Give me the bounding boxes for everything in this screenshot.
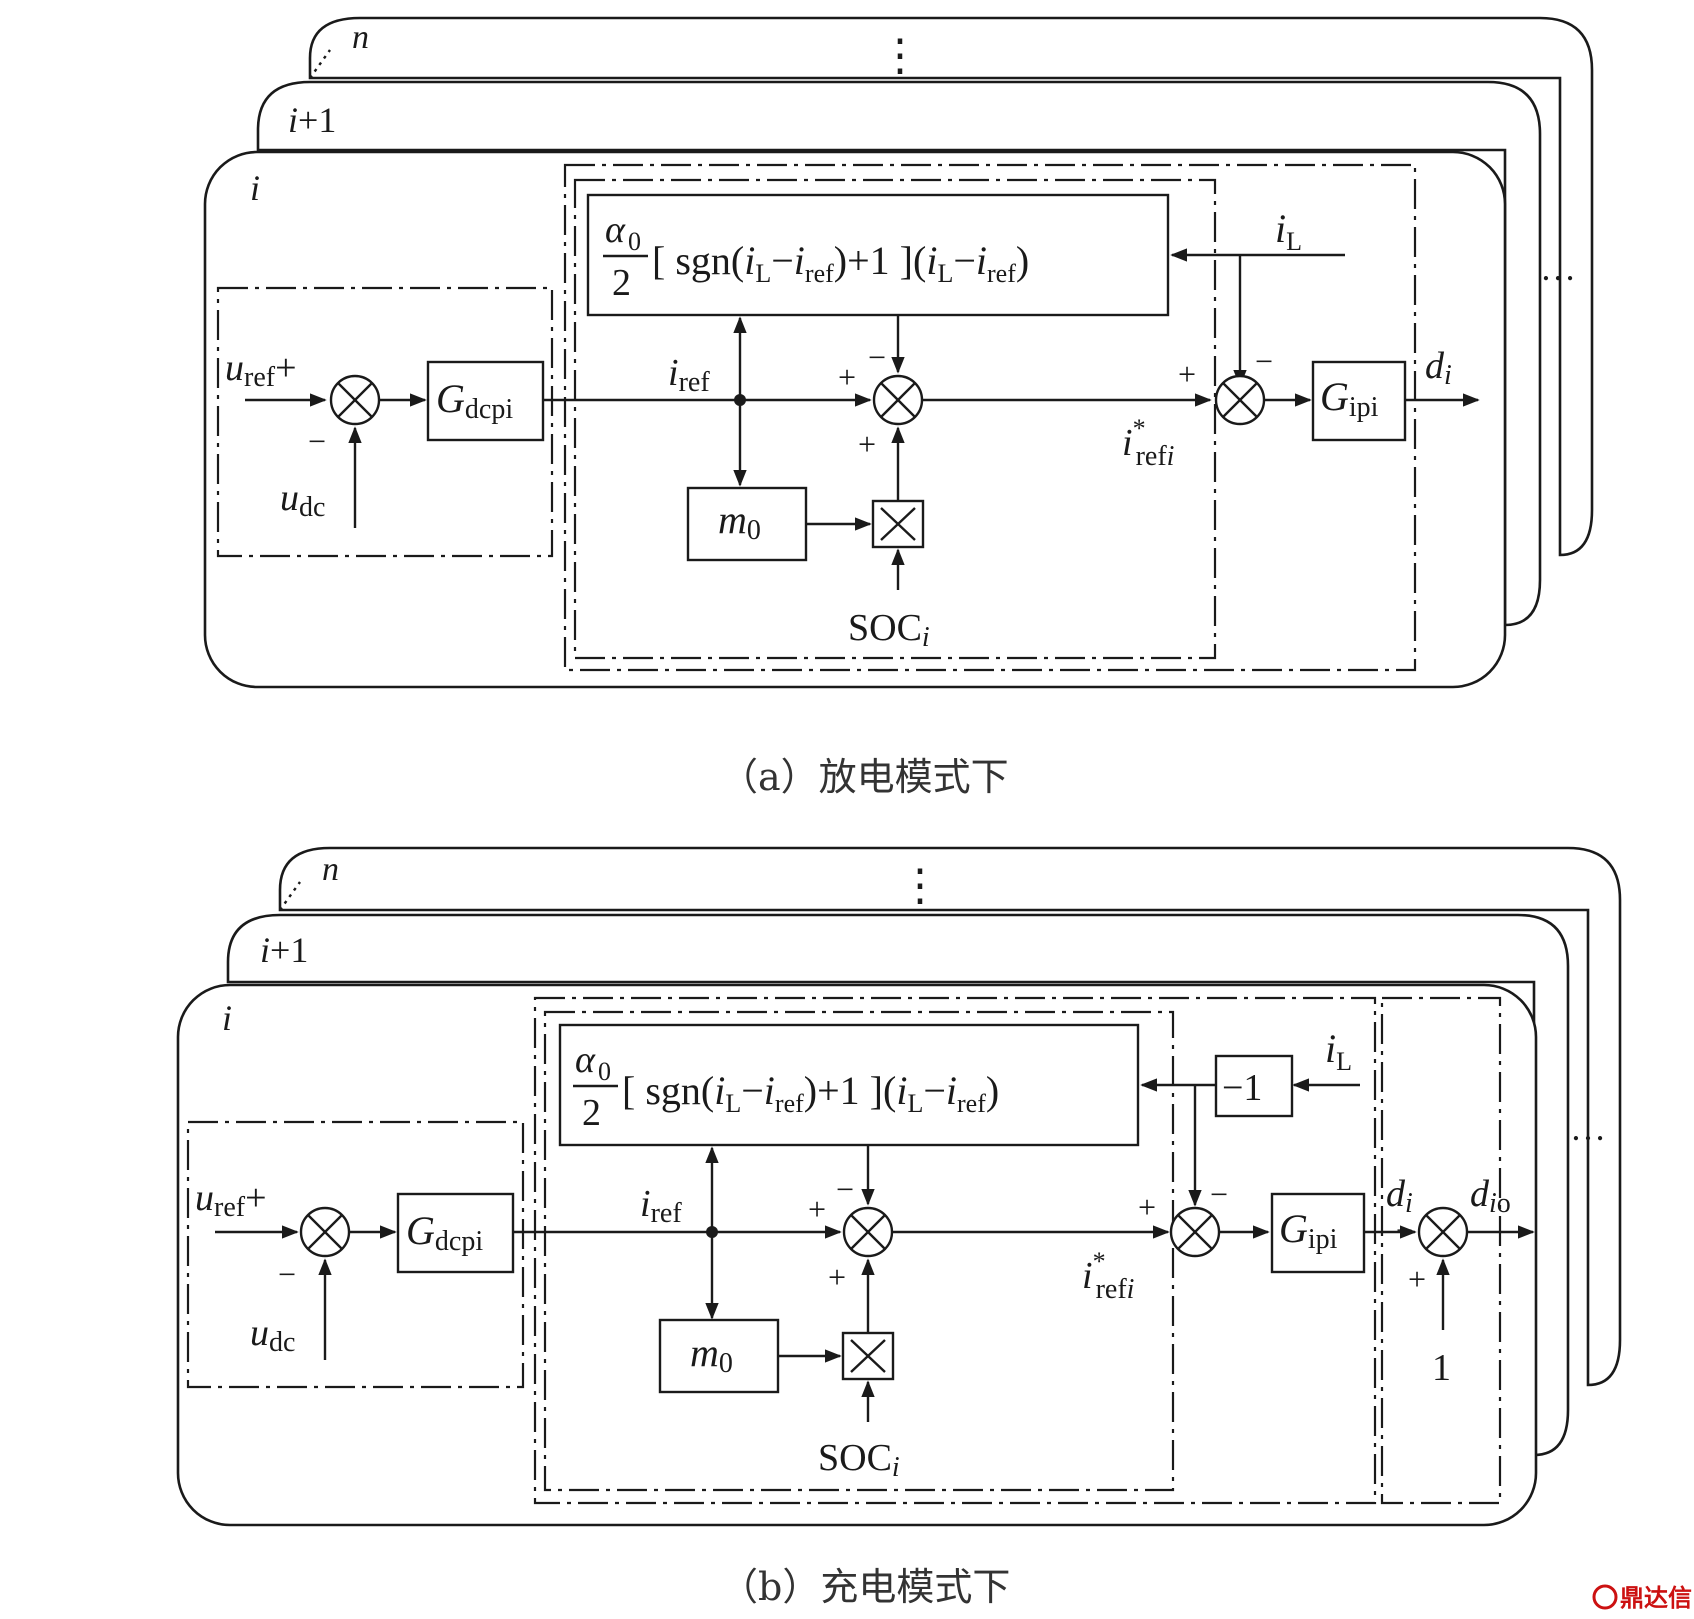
- uref-label-b: uref+: [195, 1177, 267, 1223]
- svg-text:α: α: [605, 209, 626, 251]
- gdcpi-box-b: [396, 1192, 515, 1274]
- formula-a: α 0 2 [ sgn(iL−iref)+1 ](iL−iref): [603, 209, 1029, 304]
- card-i-b: [176, 983, 1538, 1527]
- caption-b: （b）充电模式下: [720, 1565, 1010, 1609]
- svg-text:−: −: [1255, 343, 1273, 379]
- horizontal-ellipsis-a: …: [1540, 248, 1576, 288]
- current-region-inner-a: [573, 178, 1217, 660]
- one-constant-b: 1: [1432, 1347, 1451, 1389]
- vertical-ellipsis-a: ⋮: [878, 31, 922, 80]
- svg-text:+: +: [1138, 1189, 1156, 1225]
- card-label-n-b: n: [322, 851, 339, 888]
- svg-text:−: −: [868, 339, 886, 375]
- udc-label-a: udc: [280, 477, 325, 523]
- voltage-loop-region-b: [186, 1120, 525, 1389]
- irefi-star-label-b: i*refi: [1082, 1247, 1134, 1305]
- svg-text:m0: m0: [718, 497, 761, 546]
- svg-text:0: 0: [628, 227, 641, 256]
- svg-text:鼎达信: 鼎达信: [1620, 1584, 1692, 1612]
- udc-label-b: udc: [250, 1312, 295, 1358]
- panel-a: n i+1 i ⋮ … α 0 2 [ sgn(iL−iref)+1 ](iL−…: [203, 16, 1594, 799]
- card-ip1-b: [226, 913, 1570, 1457]
- svg-text:2: 2: [612, 262, 631, 304]
- uref-label-a: uref+: [225, 347, 297, 393]
- card-label-ip1-a: i+1: [288, 100, 336, 140]
- svg-text:Gipi: Gipi: [1279, 1206, 1338, 1255]
- gdcpi-box-a: [426, 360, 545, 442]
- svg-text:+: +: [828, 1259, 846, 1295]
- formula-box-a: [586, 193, 1170, 317]
- svg-text:−1: −1: [1222, 1067, 1262, 1109]
- svg-text:−: −: [836, 1171, 854, 1207]
- svg-text:Gdcpi: Gdcpi: [436, 376, 513, 425]
- card-n-dots-b: [279, 881, 301, 911]
- svg-text:[ sgn(iL−iref)+1 ](iL−iref): [ sgn(iL−iref)+1 ](iL−iref): [622, 1068, 999, 1118]
- svg-text:Gdcpi: Gdcpi: [406, 1208, 483, 1257]
- il-label-a: iL: [1275, 206, 1302, 256]
- svg-text:+: +: [808, 1191, 826, 1227]
- current-region-outer-a: [563, 163, 1417, 672]
- svg-text:+: +: [1408, 1261, 1426, 1297]
- dio-label-b: dio: [1470, 1173, 1511, 1219]
- card-n-a: [308, 16, 1594, 557]
- card-i-a: [203, 150, 1507, 689]
- card-n-b: [278, 846, 1622, 1387]
- svg-text:+: +: [838, 359, 856, 395]
- iref-label-a: iref: [668, 352, 710, 398]
- horizontal-ellipsis-b: …: [1570, 1108, 1606, 1148]
- current-region-outer-b: [533, 996, 1377, 1505]
- card-label-ip1-b: i+1: [260, 930, 308, 970]
- iref-label-b: iref: [640, 1183, 682, 1229]
- card-label-n-a: n: [352, 19, 369, 56]
- output-region-b: [1380, 996, 1502, 1505]
- watermark-logo: 鼎达信: [1592, 1584, 1692, 1612]
- formula-b: α 0 2 [ sgn(iL−iref)+1 ](iL−iref): [573, 1039, 999, 1134]
- irefi-star-label-a: i*refi: [1122, 414, 1174, 472]
- svg-text:−: −: [1396, 1214, 1413, 1247]
- soc-label-a: SOCi: [848, 607, 930, 653]
- card-label-i-b: i: [222, 998, 232, 1038]
- gipi-box-b: [1270, 1192, 1366, 1274]
- current-region-inner-b: [543, 1010, 1175, 1492]
- svg-text:Gipi: Gipi: [1320, 374, 1379, 423]
- formula-box-b: [558, 1023, 1140, 1147]
- caption-a: （a）放电模式下: [720, 755, 1009, 799]
- svg-text:−: −: [308, 423, 326, 459]
- svg-text:−: −: [1210, 1176, 1228, 1212]
- svg-text:α: α: [575, 1039, 596, 1081]
- svg-text:2: 2: [582, 1092, 601, 1134]
- svg-text:+: +: [1178, 356, 1196, 392]
- card-ip1-a: [256, 80, 1542, 627]
- voltage-loop-region-a: [216, 286, 554, 558]
- svg-text:0: 0: [598, 1057, 611, 1086]
- card-n-dots-a: [309, 49, 331, 79]
- svg-text:m0: m0: [690, 1330, 733, 1379]
- soc-label-b: SOCi: [818, 1437, 900, 1483]
- svg-text:[ sgn(iL−iref)+1 ](iL−iref): [ sgn(iL−iref)+1 ](iL−iref): [652, 238, 1029, 288]
- gipi-box-a: [1311, 360, 1407, 442]
- panel-b: n i+1 i ⋮ … α 0 2 [ sgn(iL−iref)+1 ](iL−…: [176, 846, 1622, 1609]
- il-label-b: iL: [1325, 1026, 1352, 1076]
- svg-text:+: +: [858, 426, 876, 462]
- card-label-i-a: i: [250, 168, 260, 208]
- vertical-ellipsis-b: ⋮: [898, 861, 942, 910]
- svg-text:−: −: [278, 1256, 296, 1292]
- m0-box-a: [686, 486, 808, 562]
